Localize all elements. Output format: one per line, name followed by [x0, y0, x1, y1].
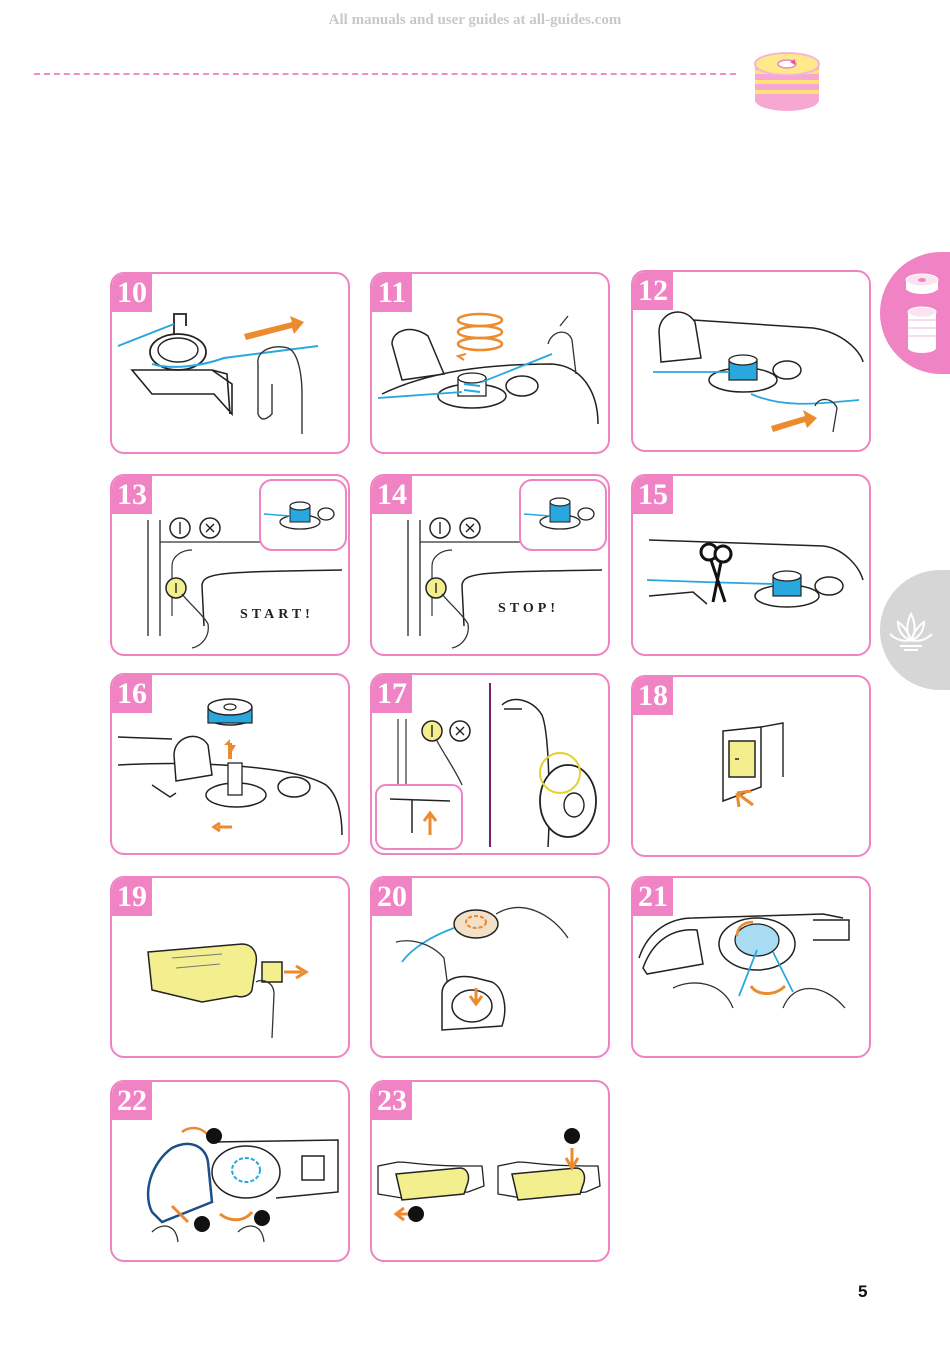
side-tab-bobbin[interactable] — [880, 252, 950, 374]
thread-bobbin-case-illustration — [638, 913, 850, 1009]
step-number: 18 — [633, 677, 673, 715]
wind-thread-illustration — [653, 311, 864, 433]
power-switch-illustration — [722, 722, 784, 808]
page-number: 5 — [858, 1282, 868, 1301]
step-16-panel: 16 — [110, 673, 350, 855]
cut-thread-illustration — [646, 539, 864, 608]
step-12-panel: 12 — [631, 270, 871, 452]
step-number: 15 — [633, 476, 673, 514]
step-22-panel: 22 — [110, 1080, 350, 1262]
thread-spools-icon — [905, 273, 939, 353]
step-17-panel: 17 — [370, 673, 610, 855]
step-number: 19 — [112, 878, 152, 916]
step-number: 23 — [372, 1082, 412, 1120]
watermark: All manuals and user guides at all-guide… — [328, 12, 622, 28]
step-15-panel: 15 — [631, 474, 871, 656]
step-number: 12 — [633, 272, 673, 310]
step-number: 20 — [372, 878, 412, 916]
replace-cover-illustration — [377, 1128, 601, 1222]
needle-position-illustration — [375, 683, 597, 850]
step-number: 11 — [372, 274, 412, 312]
step-number: 14 — [372, 476, 412, 514]
step-19-panel: 19 — [110, 876, 350, 1058]
step-number: 13 — [112, 476, 152, 514]
thread-guide-illustration — [117, 313, 319, 434]
stop-button-illustration: STOP! — [407, 479, 607, 649]
bobbin-cover-illustration — [147, 943, 309, 1039]
start-label: START! — [240, 607, 314, 622]
step-number: 10 — [112, 274, 152, 312]
header-dashed-divider — [34, 73, 736, 75]
stop-label: STOP! — [498, 601, 559, 616]
pull-thread-illustration — [146, 1126, 339, 1243]
bobbin-spool-icon — [754, 52, 820, 111]
insert-bobbin-illustration — [395, 906, 569, 1031]
remove-bobbin-illustration — [117, 698, 343, 836]
step-11-panel: 11 — [370, 272, 610, 454]
side-tab-decorative[interactable] — [880, 570, 950, 690]
step-18-panel: 18 — [631, 675, 871, 857]
step-number: 21 — [633, 878, 673, 916]
spring-bobbin-illustration — [377, 312, 599, 425]
step-10-panel: 10 — [110, 272, 350, 454]
lotus-ornament-icon — [889, 611, 933, 651]
step-14-panel: 14 STOP! — [370, 474, 610, 656]
step-13-panel: 13 START! — [110, 474, 350, 656]
step-23-panel: 23 — [370, 1080, 610, 1262]
start-button-illustration: START! — [147, 479, 347, 649]
step-number: 17 — [372, 675, 412, 713]
step-20-panel: 20 — [370, 876, 610, 1058]
step-21-panel: 21 — [631, 876, 871, 1058]
step-number: 16 — [112, 675, 152, 713]
step-number: 22 — [112, 1082, 152, 1120]
